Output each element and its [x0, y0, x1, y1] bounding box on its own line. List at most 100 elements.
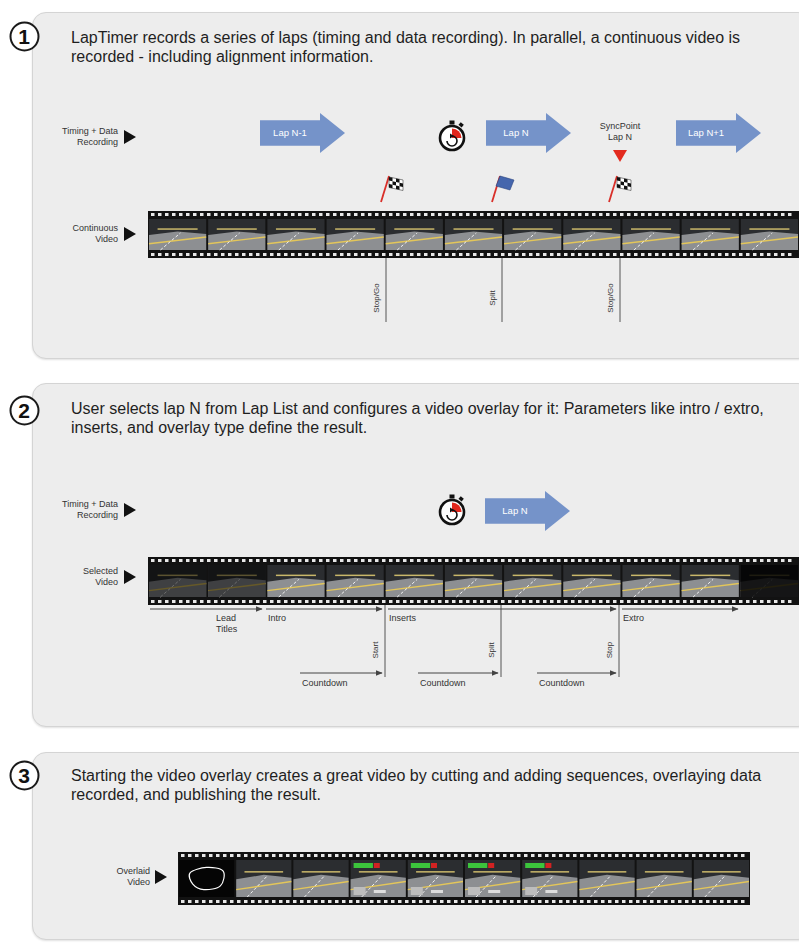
sprocket-hole — [522, 213, 526, 216]
segment-arrow — [622, 609, 738, 610]
video-frame — [682, 565, 739, 597]
sprocket-hole — [452, 559, 456, 562]
data-overlay — [545, 890, 557, 893]
sprocket-hole — [690, 559, 694, 562]
road-line — [456, 233, 476, 250]
sprocket-hole — [207, 559, 211, 562]
sprocket-hole — [613, 600, 617, 603]
road-line — [634, 579, 654, 597]
sprocket-hole — [186, 253, 190, 256]
lap-name: Lap N — [502, 505, 527, 516]
video-frame — [741, 219, 798, 250]
sprocket-hole — [746, 253, 750, 256]
lap-arrow-shape — [260, 113, 345, 153]
road — [327, 231, 384, 250]
sprocket-hole — [305, 213, 309, 216]
marker-label: Stop — [606, 642, 615, 658]
sprocket-hole — [573, 900, 577, 903]
sprocket-hole — [713, 900, 717, 903]
sprocket-hole — [655, 600, 659, 603]
sprocket-hole — [181, 854, 185, 857]
checkered-flag — [609, 176, 631, 202]
sprocket-hole — [615, 854, 619, 857]
road-line — [693, 233, 713, 250]
marker-line — [385, 258, 620, 677]
sprocket-hole — [321, 854, 325, 857]
road-line — [682, 584, 739, 591]
sprocket-hole — [165, 600, 169, 603]
sprocket-hole — [277, 559, 281, 562]
video-frame — [579, 860, 634, 897]
sprocket-hole — [179, 213, 183, 216]
road-line — [456, 579, 476, 597]
sprocket-hole — [613, 559, 617, 562]
road — [504, 578, 561, 597]
marker-label: Split — [489, 290, 498, 306]
sprocket-hole — [676, 213, 680, 216]
sprocket-hole — [494, 600, 498, 603]
road — [682, 578, 739, 597]
sprocket-hole — [347, 600, 351, 603]
film-strip — [148, 557, 799, 605]
sprocket-hole — [655, 559, 659, 562]
horizon-lights — [394, 228, 434, 230]
segment-label: Lead Titles — [216, 613, 250, 635]
sprocket-hole — [592, 559, 596, 562]
sprocket-hole — [606, 600, 610, 603]
sprocket-hole — [361, 253, 365, 256]
sprocket-hole — [634, 559, 638, 562]
sprocket-hole — [431, 600, 435, 603]
checkered-flag — [628, 183, 632, 187]
lap-name: Lap N+1 — [688, 127, 724, 138]
sprocket-hole — [557, 559, 561, 562]
sprocket-hole — [188, 854, 192, 857]
horizon-lights — [276, 228, 316, 230]
sprocket-hole — [697, 559, 701, 562]
sprocket-hole — [704, 600, 708, 603]
sprocket-hole — [620, 253, 624, 256]
sprocket-hole — [529, 559, 533, 562]
sprocket-hole — [410, 600, 414, 603]
row-label: Timing + Data Recording — [56, 126, 118, 148]
sprocket-hole — [286, 854, 290, 857]
sprocket-hole — [683, 213, 687, 216]
sprocket-hole — [690, 213, 694, 216]
sprocket-hole — [627, 213, 631, 216]
sprocket-hole — [368, 213, 372, 216]
sprocket-hole — [284, 253, 288, 256]
sprocket-hole — [781, 600, 785, 603]
sprocket-hole — [165, 213, 169, 216]
sprocket-hole — [347, 213, 351, 216]
sprocket-hole — [739, 600, 743, 603]
stopwatch-icon — [440, 121, 464, 151]
video-frame — [208, 219, 265, 250]
sprocket-hole — [270, 600, 274, 603]
sprocket-hole — [788, 213, 792, 216]
video-frame — [563, 219, 620, 250]
sprocket-hole — [622, 900, 626, 903]
sprocket-hole — [711, 600, 715, 603]
step-description: User selects lap N from Lap List and con… — [71, 399, 783, 437]
sprocket-hole — [172, 253, 176, 256]
horizon-lights — [217, 228, 257, 230]
sprocket-hole — [557, 253, 561, 256]
sprocket-hole — [314, 900, 318, 903]
sprocket-hole — [636, 854, 640, 857]
sprocket-hole — [711, 559, 715, 562]
sprocket-hole — [753, 600, 757, 603]
sprocket-hole — [531, 854, 535, 857]
sprocket-hole — [550, 559, 554, 562]
road — [622, 231, 679, 250]
data-overlay — [431, 863, 437, 868]
video-frame — [327, 219, 384, 250]
sprocket-hole — [438, 253, 442, 256]
sprocket-hole — [158, 253, 162, 256]
sprocket-hole — [599, 600, 603, 603]
sprocket-hole — [503, 854, 507, 857]
split-flag — [496, 176, 514, 190]
row-label: Continuous Video — [68, 223, 118, 245]
row-arrow — [124, 130, 136, 144]
marker-label: Start — [372, 642, 381, 659]
fade-overlay — [741, 565, 798, 597]
step-number: 1 — [9, 21, 40, 52]
